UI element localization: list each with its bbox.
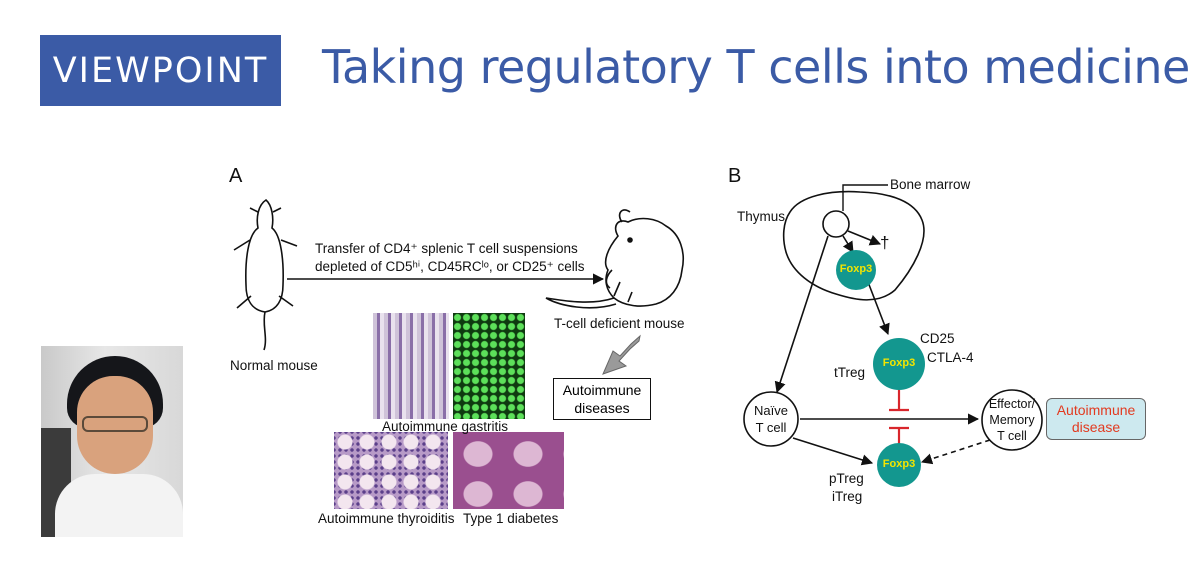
effector-label-line2: Memory xyxy=(989,413,1035,427)
panel-a-label: A xyxy=(229,165,243,187)
dagger-icon: † xyxy=(880,233,890,252)
ctla4-label: CTLA-4 xyxy=(927,350,974,365)
deficient-mouse-label: T-cell deficient mouse xyxy=(554,316,685,331)
foxp3-thymus-cell xyxy=(836,250,876,290)
thymus-label: Thymus xyxy=(737,209,786,224)
photo-shirt xyxy=(55,474,183,537)
panel-b-label: B xyxy=(728,165,742,187)
foxp3-ptreg-label: Foxp3 xyxy=(882,458,916,470)
normal-mouse-drawing xyxy=(233,199,298,351)
effector-label-line1: Effector/ xyxy=(988,397,1036,411)
transfer-text-line2: depleted of CD5ʰⁱ, CD45RCˡᵒ, or CD25⁺ ce… xyxy=(315,259,585,274)
diabetes-caption: Type 1 diabetes xyxy=(463,511,559,526)
autoimmune-disease-line2: disease xyxy=(1071,419,1121,435)
ptreg-label: pTreg xyxy=(829,471,864,486)
gastritis-fluorescence-image xyxy=(453,313,525,419)
cd25-label: CD25 xyxy=(920,331,955,346)
diabetes-histology-image xyxy=(453,432,564,509)
naive-label-line2: T cell xyxy=(755,420,787,435)
foxp3-ttreg-label: Foxp3 xyxy=(882,357,916,369)
normal-mouse-label: Normal mouse xyxy=(230,358,318,373)
gastritis-histology-image xyxy=(373,313,449,419)
deficient-mouse-drawing xyxy=(545,209,684,309)
autoimmune-diseases-box: Autoimmune diseases xyxy=(553,378,651,420)
viewpoint-badge: VIEWPOINT xyxy=(40,35,281,106)
ttreg-cell xyxy=(873,338,925,390)
effector-t-cell-label: Effector/ Memory T cell xyxy=(982,396,1042,444)
transfer-text-line1: Transfer of CD4⁺ splenic T cell suspensi… xyxy=(315,241,578,256)
ttreg-label: tTreg xyxy=(834,365,866,380)
foxp3-thymus-label: Foxp3 xyxy=(839,263,873,275)
autoimmune-diseases-line1: Autoimmune xyxy=(562,382,642,398)
effector-label-line3: T cell xyxy=(997,429,1027,443)
gastritis-caption: Autoimmune gastritis xyxy=(382,419,509,434)
autoimmune-diseases-line2: diseases xyxy=(574,400,630,416)
ptreg-cell xyxy=(877,443,921,487)
photo-face xyxy=(77,376,153,474)
outcome-block-arrow xyxy=(602,334,641,375)
progenitor-cell xyxy=(822,210,850,238)
thymus-outline xyxy=(782,190,925,301)
bone-marrow-label: Bone marrow xyxy=(890,177,971,192)
photo-glasses xyxy=(82,416,148,432)
naive-label-line1: Naïve xyxy=(754,403,788,418)
author-photo xyxy=(41,346,183,537)
itreg-label: iTreg xyxy=(832,489,863,504)
autoimmune-disease-line1: Autoimmune xyxy=(1056,402,1136,418)
thyroiditis-caption: Autoimmune thyroiditis xyxy=(318,511,455,526)
thyroiditis-histology-image xyxy=(334,432,448,509)
autoimmune-disease-box: Autoimmune disease xyxy=(1046,398,1146,440)
naive-t-cell-label: Naïve T cell xyxy=(744,402,798,436)
effector-memory-t-cell xyxy=(981,389,1043,451)
naive-t-cell xyxy=(743,391,799,447)
page-title: Taking regulatory T cells into medicine xyxy=(322,40,1190,94)
